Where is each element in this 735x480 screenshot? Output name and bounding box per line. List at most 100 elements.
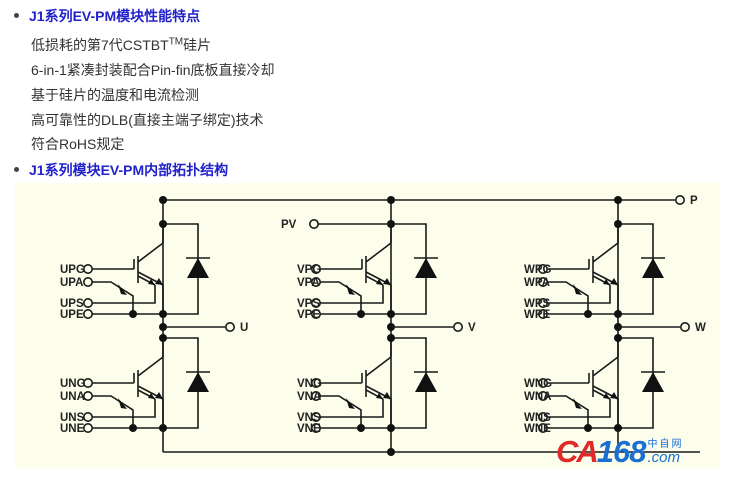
feature-item: 高可靠性的DLB(直接主端子绑定)技术 — [31, 112, 264, 128]
junction-dot — [387, 196, 395, 204]
output-label-w: W — [695, 322, 706, 334]
pin-label-wpa: WPA — [524, 277, 550, 289]
pin-label-upe: UPE — [60, 309, 84, 321]
feature-item: 符合RoHS规定 — [31, 136, 125, 152]
terminal-circle — [537, 276, 548, 287]
anode-wire — [88, 281, 134, 314]
junction-dot — [159, 424, 167, 432]
diode-icon — [415, 258, 437, 278]
terminal-circle — [310, 411, 321, 422]
pin-label-vns: VNS — [297, 412, 321, 424]
terminal-circle — [537, 308, 548, 319]
temp-diode-icon — [118, 284, 127, 295]
emitter-arrow-icon — [155, 278, 163, 285]
temp-diode-icon — [118, 398, 127, 409]
heading-text: J1系列EV-PM模块性能特点 — [29, 8, 201, 24]
junction-dot — [159, 220, 167, 228]
logo-domain: .com — [647, 449, 681, 466]
terminal-circle — [310, 276, 321, 287]
pin-label-vne: VNE — [297, 423, 321, 435]
junction-dot — [614, 334, 622, 342]
pin-label-vpa: VPA — [297, 277, 320, 289]
terminal-circle — [310, 422, 321, 433]
anode-wire — [316, 395, 362, 428]
pin-label-vna: VNA — [297, 391, 321, 403]
junction-dot — [614, 196, 622, 204]
diode-icon — [642, 372, 664, 392]
terminal-circle — [310, 308, 321, 319]
sense-arrow-icon — [603, 393, 610, 399]
junction-dot — [387, 334, 395, 342]
trademark-sup: TM — [168, 36, 184, 48]
feature-item: 低损耗的第7代CSTBTTM硅片 — [31, 35, 211, 55]
pin-label-ups: UPS — [60, 298, 84, 310]
pin-label-wns: WNS — [524, 412, 551, 424]
sense-arrow-icon — [376, 279, 383, 285]
junction-dot — [129, 310, 137, 318]
sense-wire — [543, 399, 611, 418]
sense-arrow-icon — [148, 393, 155, 399]
terminal-circle — [83, 390, 94, 401]
junction-dot — [357, 310, 365, 318]
feature-item: 6-in-1紧凑封装配合Pin-fin底板直接冷却 — [31, 62, 275, 78]
sense-arrow-icon — [148, 279, 155, 285]
junction-dot — [387, 424, 395, 432]
feature-item: 基于硅片的温度和电流检测 — [31, 87, 199, 103]
pin-label-vng: VNG — [297, 378, 322, 390]
pin-label-wne: WNE — [524, 423, 551, 435]
junction-dot — [129, 424, 137, 432]
collector-diagonal — [365, 356, 392, 377]
pin-label-wpe: WPE — [524, 309, 551, 321]
sense-wire — [316, 285, 384, 304]
junction-dot — [357, 424, 365, 432]
pin-label-wps: WPS — [524, 298, 551, 310]
temp-diode-icon — [573, 284, 582, 295]
output-terminal-v — [452, 321, 463, 332]
pin-label-une: UNE — [60, 423, 85, 435]
bullet-icon — [14, 12, 19, 18]
pin-label-uns: UNS — [60, 412, 85, 424]
emitter-arrow-icon — [155, 392, 163, 399]
pin-label-vpe: VPE — [297, 309, 320, 321]
pin-label-wng: WNG — [524, 378, 552, 390]
logo-cn: 中自网 — [647, 439, 684, 450]
emitter-arrow-icon — [383, 278, 391, 285]
pin-label-wpg: WPG — [524, 264, 552, 276]
section-heading-features: J1系列EV-PM模块性能特点 — [14, 6, 200, 26]
output-terminal-u — [225, 321, 236, 332]
terminal-circle — [83, 308, 94, 319]
temp-diode-icon — [346, 398, 355, 409]
collector-diagonal — [365, 242, 392, 263]
terminal-circle — [83, 411, 94, 422]
heading-text: J1系列模块EV-PM内部拓扑结构 — [29, 162, 229, 178]
diode-icon — [187, 258, 209, 278]
collector-diagonal — [137, 242, 164, 263]
anode-wire — [88, 395, 134, 428]
junction-dot — [387, 448, 395, 456]
terminal-circle — [537, 297, 548, 308]
terminal-circle — [83, 422, 94, 433]
pin-label-wna: WNA — [524, 391, 551, 403]
terminal-circle — [310, 377, 321, 388]
bullet-icon — [14, 166, 19, 172]
pv-terminal — [308, 219, 319, 230]
terminal-circle — [83, 263, 94, 274]
p-label: P — [690, 195, 698, 207]
feature-text: 低损耗的第7代CSTBT — [31, 37, 169, 53]
junction-dot — [584, 310, 592, 318]
sense-wire — [543, 285, 611, 304]
collector-diagonal — [137, 356, 164, 377]
output-label-u: U — [240, 322, 248, 334]
emitter-arrow-icon — [383, 392, 391, 399]
feature-suffix: 硅片 — [183, 37, 212, 53]
output-label-v: V — [468, 322, 476, 334]
terminal-circle — [83, 297, 94, 308]
logo-168: 168 — [596, 434, 647, 469]
anode-wire — [316, 281, 362, 314]
emitter-arrow-icon — [610, 278, 618, 285]
terminal-circle — [537, 390, 548, 401]
sense-wire — [88, 285, 156, 304]
section-heading-topology: J1系列模块EV-PM内部拓扑结构 — [14, 160, 228, 180]
diode-icon — [187, 372, 209, 392]
